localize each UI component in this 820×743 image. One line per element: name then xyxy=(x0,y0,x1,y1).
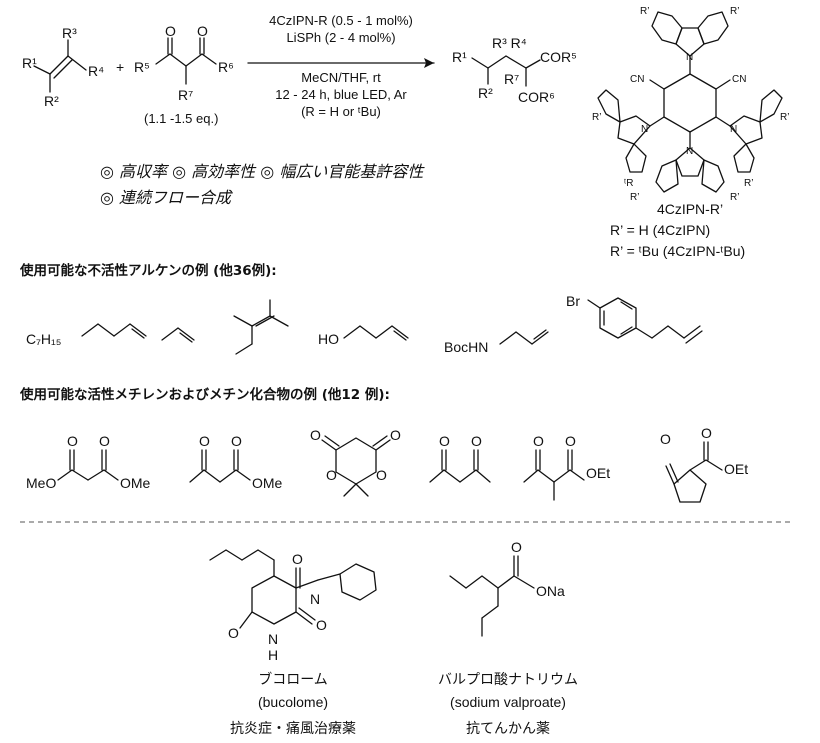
condition-additive: LiSPh (2 - 4 mol%) xyxy=(286,30,395,45)
malonate-o1: O xyxy=(67,433,78,449)
valproate-structure: O ONa xyxy=(449,539,565,637)
alkene-example-butenol: HO xyxy=(318,325,409,347)
alkene-example-decene: C₇H₁₅ xyxy=(26,323,147,347)
catalyst-cn-left: CN xyxy=(630,74,644,85)
methylene-example-methyl-acetoacetate: O O OMe xyxy=(189,433,283,491)
catalyst-cn-right: CN xyxy=(732,74,746,85)
catalyst-rprime-6: R’ xyxy=(630,192,639,203)
feature-line-1: ◎ 高収率 ◎ 高効率性 ◎ 幅広い官能基許容性 xyxy=(100,162,425,181)
catalyst-rprime-5: R’ xyxy=(744,178,753,189)
alkene-r4: R⁴ xyxy=(88,63,104,79)
condition-time: 12 - 24 h, blue LED, Ar xyxy=(275,87,407,102)
condition-r-note: (R = H or ᵗBu) xyxy=(301,104,381,119)
bucolome-n: N xyxy=(310,591,320,607)
bucolome-nh-h: H xyxy=(268,647,278,663)
label-ome: OMe xyxy=(120,475,151,491)
catalyst-structure: N CN CN N N N R’ R’ R’ ᵗR R’ R’ R’ R’ xyxy=(592,6,789,203)
catalyst-name: 4CzIPN-R’ xyxy=(657,201,723,217)
diketone-substrate: O O R⁵ R⁶ R⁷ (1.1 -1.5 eq.) xyxy=(134,23,234,126)
bucolome-o2: O xyxy=(228,625,239,641)
alkene-substrate: R¹ R² R³ R⁴ xyxy=(22,25,104,109)
catalyst-tbu-r: ᵗR xyxy=(624,178,633,189)
alkene-example-boc-allylamine: BocHN xyxy=(444,329,549,355)
product-cor5: COR⁵ xyxy=(540,49,577,65)
ecp-o2: O xyxy=(701,425,712,441)
alkene-r3: R³ xyxy=(62,25,77,41)
condition-solvent: MeCN/THF, rt xyxy=(301,70,381,85)
label-ho: HO xyxy=(318,331,339,347)
alkene-heading: 使用可能な不活性アルケンの例 (他36例): xyxy=(19,262,277,279)
product-cor6: COR⁶ xyxy=(518,89,555,105)
valproate-use: 抗てんかん薬 xyxy=(466,721,550,737)
diketone-r7: R⁷ xyxy=(178,87,193,103)
ema-o1: O xyxy=(533,433,544,449)
ema-o2: O xyxy=(565,433,576,449)
product-structure: R¹ R³ R⁴ COR⁵ R² R⁷ COR⁶ xyxy=(452,35,577,105)
bucolome-structure: O O O N N H xyxy=(209,549,377,663)
valproate-o: O xyxy=(511,539,522,555)
bucolome-name-en: (bucolome) xyxy=(258,694,328,710)
meldrum-o4: O xyxy=(376,467,387,483)
reaction-arrow: 4CzIPN-R (0.5 - 1 mol%) LiSPh (2 - 4 mol… xyxy=(247,13,435,119)
acac-o1: O xyxy=(439,433,450,449)
catalyst-rprime-1: R’ xyxy=(640,6,649,17)
product-r1: R¹ xyxy=(452,49,467,65)
label-meo: MeO xyxy=(26,475,56,491)
diketone-r6: R⁶ xyxy=(218,59,234,75)
bucolome-o1: O xyxy=(292,551,303,567)
product-r7: R⁷ xyxy=(504,71,519,87)
methylene-example-acetylacetone: O O xyxy=(429,433,491,483)
plus-sign: + xyxy=(116,59,124,75)
catalyst-rprime-2: R’ xyxy=(730,6,739,17)
bucolome-name-ja: ブコローム xyxy=(258,671,328,688)
label-oet-2: OEt xyxy=(724,461,748,477)
bucolome-nh-n: N xyxy=(268,631,278,647)
ecp-o1: O xyxy=(660,431,671,447)
catalyst-variant-h: R’ = H (4CzIPN) xyxy=(610,222,710,238)
meldrum-o1: O xyxy=(310,427,321,443)
label-c7h15: C₇H₁₅ xyxy=(26,331,61,347)
malonate-o2: O xyxy=(99,433,110,449)
valproate-name-ja: バルプロ酸ナトリウム xyxy=(438,672,578,688)
alkene-example-propene xyxy=(161,327,195,343)
methylene-heading: 使用可能な活性メチレンおよびメチン化合物の例 (他12 例): xyxy=(19,386,390,403)
catalyst-variant-tbu: R’ = ᵗBu (4CzIPN-ᵗBu) xyxy=(610,243,745,259)
alkene-example-bromophenylbutene: Br xyxy=(566,293,703,344)
methylene-example-ethyl-methylacetoacetate: O O OEt xyxy=(523,433,610,501)
label-ome-2: OMe xyxy=(252,475,283,491)
feature-line-2: ◎ 連続フロー合成 xyxy=(100,188,233,207)
alkene-r2: R² xyxy=(44,93,59,109)
catalyst-rprime-3: R’ xyxy=(592,112,601,123)
diketone-r5: R⁵ xyxy=(134,59,150,75)
catalyst-n-left: N xyxy=(641,124,648,135)
condition-catalyst: 4CzIPN-R (0.5 - 1 mol%) xyxy=(269,13,413,28)
label-bochn: BocHN xyxy=(444,339,488,355)
acac-o2: O xyxy=(471,433,482,449)
bucolome-use: 抗炎症・痛風治療薬 xyxy=(230,720,356,737)
catalyst-rprime-4: R’ xyxy=(780,112,789,123)
alkene-example-tetramethylethylene xyxy=(233,299,289,355)
alkene-r1: R¹ xyxy=(22,55,37,71)
acetoacetate-o1: O xyxy=(199,433,210,449)
valproate-name-en: (sodium valproate) xyxy=(450,694,566,710)
diketone-o1: O xyxy=(165,23,176,39)
acetoacetate-o2: O xyxy=(231,433,242,449)
catalyst-n-bottom: N xyxy=(686,146,693,157)
methylene-example-dimethyl-malonate: MeO O O OMe xyxy=(26,433,151,491)
bucolome-o3: O xyxy=(316,617,327,633)
label-br: Br xyxy=(566,293,580,309)
label-oet: OEt xyxy=(586,465,610,481)
catalyst-rprime-7: R’ xyxy=(730,192,739,203)
catalyst-n-top: N xyxy=(686,52,693,63)
valproate-ona: ONa xyxy=(536,583,565,599)
methylene-example-meldrums-acid: O O O O xyxy=(310,427,401,497)
equiv-label: (1.1 -1.5 eq.) xyxy=(144,111,218,126)
product-r2: R² xyxy=(478,85,493,101)
methylene-example-ethyl-oxocyclopentanecarboxylate: O O OEt xyxy=(660,425,748,503)
diketone-o2: O xyxy=(197,23,208,39)
product-r3r4: R³ R⁴ xyxy=(492,35,527,51)
meldrum-o3: O xyxy=(326,467,337,483)
meldrum-o2: O xyxy=(390,427,401,443)
